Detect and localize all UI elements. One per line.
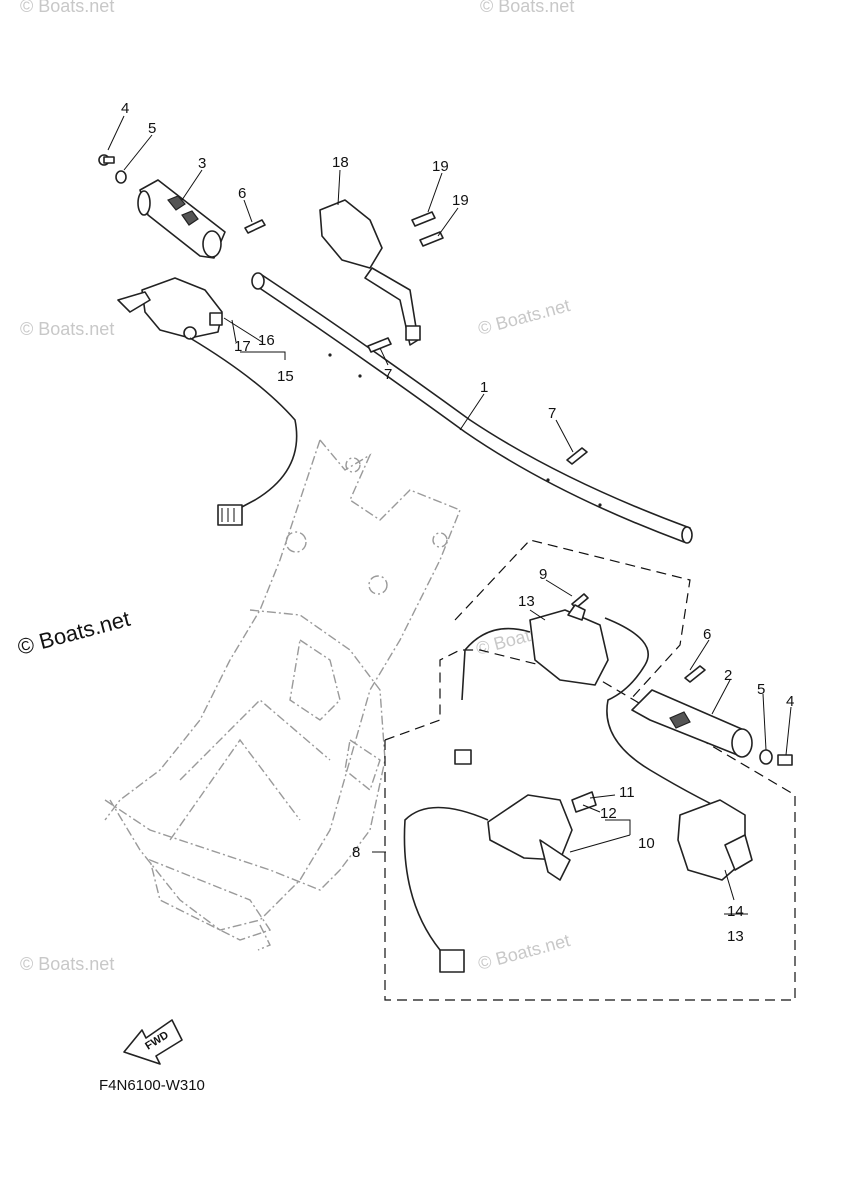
callout-5-left: 5	[148, 120, 156, 137]
left-end-bolt	[98, 154, 127, 184]
upper-cover	[319, 199, 421, 346]
callout-12: 12	[600, 805, 617, 822]
callout-13-lower: 13	[727, 928, 744, 945]
right-grip	[631, 689, 793, 766]
watermark-large: © Boats.net	[15, 606, 133, 660]
callout-17: 17	[234, 338, 251, 355]
leader-lines	[107, 115, 792, 915]
callout-4-right: 4	[786, 693, 794, 710]
callout-6-left: 6	[238, 185, 246, 202]
watermark-bottom-left: © Boats.net	[20, 954, 114, 974]
watermark-top-right: © Boats.net	[480, 0, 574, 16]
callout-5-right: 5	[757, 681, 765, 698]
callout-7-left: 7	[384, 366, 392, 383]
callout-1: 1	[480, 379, 488, 396]
callout-7-right: 7	[548, 405, 556, 422]
callout-19-lower: 19	[452, 192, 469, 209]
steering-column-phantom	[104, 439, 461, 951]
callout-19-top: 19	[432, 158, 449, 175]
callout-8: 8	[352, 844, 360, 861]
callout-13-upper: 13	[518, 593, 535, 610]
watermark-mid-right: © Boats.net	[476, 295, 572, 339]
callout-2: 2	[724, 667, 732, 684]
callout-labels: 4 5 3 6 18 19 19 7 1 7 17 16 15 9 13 6 2…	[121, 100, 794, 945]
callout-3: 3	[198, 155, 206, 172]
right-switch-assembly	[384, 539, 796, 1001]
fwd-arrow-icon: FWD	[123, 1019, 183, 1065]
callout-9: 9	[539, 566, 547, 583]
callout-15: 15	[277, 368, 294, 385]
callout-16: 16	[258, 332, 275, 349]
callout-4-left: 4	[121, 100, 129, 117]
watermark-top-left: © Boats.net	[20, 0, 114, 16]
drawing-code: F4N6100-W310	[99, 1077, 205, 1094]
screws	[244, 211, 706, 683]
callout-10: 10	[638, 835, 655, 852]
callout-6-right: 6	[703, 626, 711, 643]
left-switch-housing	[117, 277, 298, 526]
handlebar	[251, 272, 693, 544]
callout-11: 11	[619, 784, 635, 801]
watermark-bottom-right: © Boats.net	[476, 930, 572, 974]
watermark-mid-left: © Boats.net	[20, 319, 114, 339]
left-grip	[137, 179, 226, 259]
callout-14: 14	[727, 903, 744, 920]
callout-18: 18	[332, 154, 349, 171]
